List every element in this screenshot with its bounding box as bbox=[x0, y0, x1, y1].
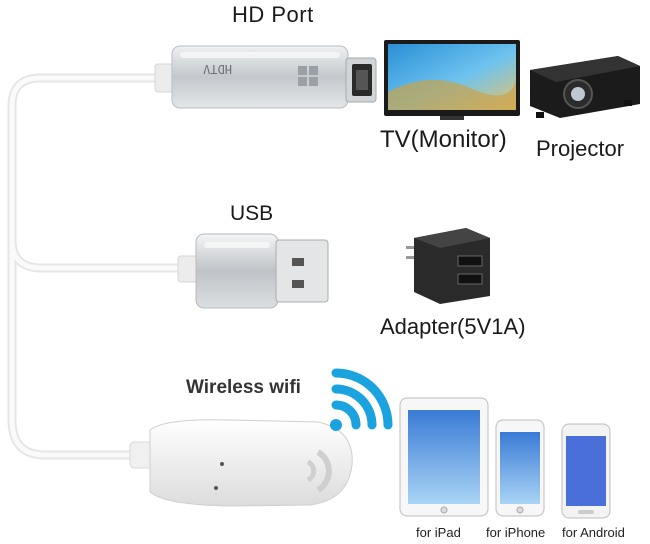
ipad bbox=[399, 397, 489, 517]
iphone-label: for iPhone bbox=[486, 525, 546, 540]
android-phone bbox=[561, 423, 611, 519]
hdmi-connector: HDTV bbox=[154, 45, 377, 109]
tv-monitor bbox=[384, 40, 520, 120]
wireless-wifi-label: Wireless wifi bbox=[186, 377, 301, 398]
projector bbox=[530, 56, 640, 118]
wifi-dongle bbox=[129, 419, 353, 507]
adapter-label: Adapter(5V1A) bbox=[380, 314, 526, 339]
android-label: for Android bbox=[562, 525, 625, 540]
iphone bbox=[495, 419, 545, 517]
usb-connector bbox=[177, 233, 329, 309]
power-adapter bbox=[406, 228, 490, 304]
wifi-signal-icon bbox=[330, 368, 393, 431]
cable bbox=[7, 73, 185, 460]
tv-monitor-label: TV(Monitor) bbox=[380, 126, 507, 153]
usb-label: USB bbox=[230, 202, 274, 225]
connector-text: HDTV bbox=[203, 62, 232, 76]
projector-label: Projector bbox=[536, 136, 625, 161]
logo-icon bbox=[298, 66, 318, 86]
ipad-label: for iPad bbox=[416, 525, 461, 540]
hd-port-label: HD Port bbox=[232, 2, 314, 27]
